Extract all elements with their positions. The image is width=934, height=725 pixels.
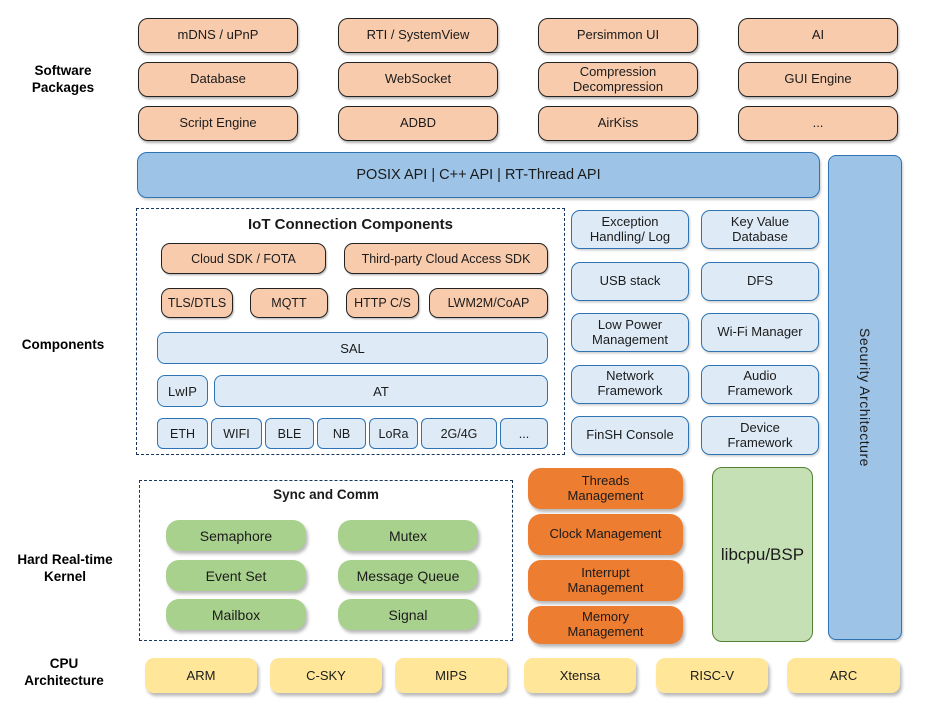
package-database: Database — [138, 62, 298, 97]
section-label-components: Components — [21, 337, 105, 352]
box-http-cs: HTTP C/S — [346, 288, 419, 318]
box-lora: LoRa — [369, 418, 418, 449]
service-audio-framework: Audio Framework — [701, 364, 819, 404]
package-mdns-upnp: mDNS / uPnP — [138, 18, 298, 53]
service-wifi-manager: Wi-Fi Manager — [701, 313, 819, 352]
service-key-value-database: Key Value Database — [701, 210, 819, 249]
box-risc-v: RISC-V — [656, 658, 768, 693]
box-wifi: WIFI — [211, 418, 262, 449]
box-semaphore: Semaphore — [166, 520, 306, 551]
box-event-set: Event Set — [166, 560, 306, 591]
box-threads-management: Threads Management — [528, 468, 683, 509]
package-websocket: WebSocket — [338, 62, 498, 97]
package-ai: AI — [738, 18, 898, 53]
package-more: ... — [738, 106, 898, 141]
package-script-engine: Script Engine — [138, 106, 298, 141]
box-libcpu-bsp: libcpu/BSP — [712, 467, 813, 642]
service-finsh-console: FinSH Console — [571, 416, 689, 455]
iot-group-title: IoT Connection Components — [248, 216, 453, 233]
component-services-grid: Exception Handling/ Log Key Value Databa… — [571, 210, 819, 455]
box-tls-dtls: TLS/DTLS — [161, 288, 233, 318]
service-network-framework: Network Framework — [571, 364, 689, 404]
service-dfs: DFS — [701, 261, 819, 301]
box-sal: SAL — [157, 332, 548, 364]
box-signal: Signal — [338, 599, 478, 630]
service-device-framework: Device Framework — [701, 416, 819, 455]
box-third-party-cloud-sdk: Third-party Cloud Access SDK — [344, 243, 548, 274]
box-arc: ARC — [787, 658, 900, 693]
security-architecture-bar: Security Architecture — [828, 155, 902, 640]
iot-connection-components-group: IoT Connection Components Cloud SDK / FO… — [136, 208, 565, 455]
box-nb: NB — [317, 418, 366, 449]
box-arm: ARM — [145, 658, 257, 693]
box-memory-management: Memory Management — [528, 606, 683, 644]
box-c-sky: C-SKY — [270, 658, 382, 693]
box-mutex: Mutex — [338, 520, 478, 551]
box-2g4g: 2G/4G — [421, 418, 497, 449]
sync-and-comm-group: Sync and Comm Semaphore Mutex Event Set … — [139, 480, 513, 641]
package-gui-engine: GUI Engine — [738, 62, 898, 97]
box-ble: BLE — [265, 418, 314, 449]
box-lwip: LwIP — [157, 375, 208, 407]
section-label-cpu-architecture: CPU Architecture — [24, 656, 104, 689]
box-interrupt-management: Interrupt Management — [528, 560, 683, 601]
box-mips: MIPS — [395, 658, 507, 693]
box-mailbox: Mailbox — [166, 599, 306, 630]
box-at: AT — [214, 375, 548, 407]
api-bar: POSIX API | C++ API | RT-Thread API — [137, 152, 820, 198]
box-lwm2m-coap: LWM2M/CoAP — [429, 288, 548, 318]
service-usb-stack: USB stack — [571, 261, 689, 301]
service-low-power-management: Low Power Management — [571, 313, 689, 352]
package-adbd: ADBD — [338, 106, 498, 141]
package-rti-systemview: RTI / SystemView — [338, 18, 498, 53]
box-xtensa: Xtensa — [524, 658, 636, 693]
box-eth: ETH — [157, 418, 208, 449]
software-packages-grid: mDNS / uPnP RTI / SystemView Persimmon U… — [138, 18, 898, 141]
box-message-queue: Message Queue — [338, 560, 478, 591]
package-persimmon-ui: Persimmon UI — [538, 18, 698, 53]
box-clock-management: Clock Management — [528, 514, 683, 555]
box-mqtt: MQTT — [250, 288, 328, 318]
section-label-software-packages: Software Packages — [31, 63, 95, 96]
package-compression: Compression Decompression — [538, 62, 698, 97]
package-airkiss: AirKiss — [538, 106, 698, 141]
box-cloud-sdk-fota: Cloud SDK / FOTA — [161, 243, 326, 274]
sync-group-title: Sync and Comm — [273, 487, 379, 502]
section-label-kernel: Hard Real-time Kernel — [17, 552, 113, 585]
service-exception-handling-log: Exception Handling/ Log — [571, 210, 689, 249]
box-interfaces-more: ... — [500, 418, 548, 449]
